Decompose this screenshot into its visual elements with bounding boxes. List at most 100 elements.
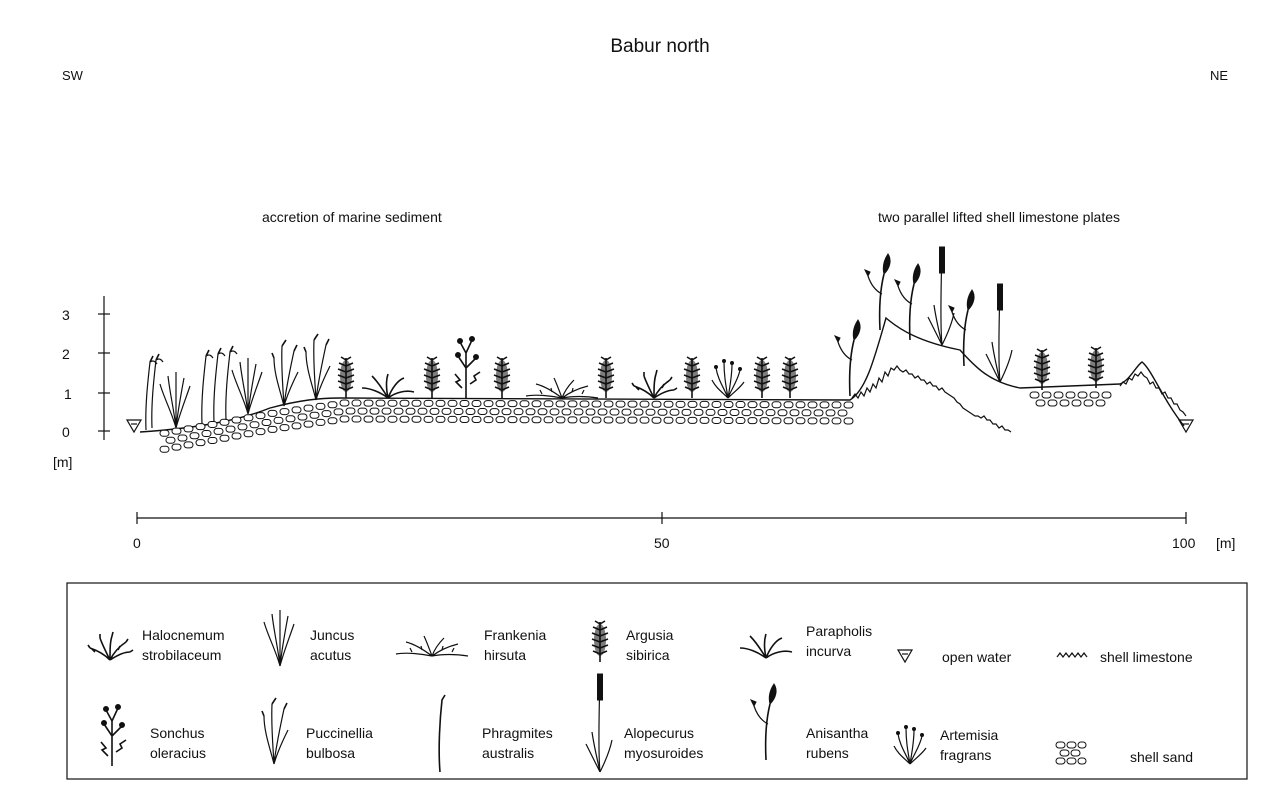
shell-sand-pebble [358, 408, 367, 414]
shell-sand-pebble [1060, 400, 1069, 406]
shell-sand-pebble [772, 402, 781, 408]
shell-sand-pebble [184, 426, 193, 432]
legend-shell-limestone-label: shell limestone [1100, 649, 1193, 665]
phragmites-icon [439, 695, 445, 772]
elevation-tick-1: 1 [64, 386, 72, 402]
shell-sand-pebble [244, 415, 253, 421]
shell-limestone-icon [1057, 653, 1087, 657]
shell-sand-pebble [268, 410, 277, 416]
shell-sand-pebble [304, 405, 313, 411]
shell-sand-pebble [328, 402, 337, 408]
shell-sand-pebble [412, 416, 421, 422]
shell-sand-pebble [1030, 392, 1039, 398]
shell-sand-pebble [520, 401, 529, 407]
shell-sand-pebble [1084, 400, 1093, 406]
shell-sand-pebble [580, 417, 589, 423]
annotation-left: accretion of marine sediment [262, 209, 442, 225]
shell-sand-pebble [556, 417, 565, 423]
shell-sand-pebble [1090, 392, 1099, 398]
shell-sand-pebble [832, 402, 841, 408]
shell-sand-pebble [352, 416, 361, 422]
elevation-tick-2: 2 [62, 346, 70, 362]
shell-sand-pebble [784, 418, 793, 424]
shell-sand-pebble [484, 401, 493, 407]
shell-sand-pebble [382, 408, 391, 414]
anisantha-icon [751, 684, 776, 760]
shell-sand-pebble [1054, 392, 1063, 398]
shell-sand-pebble [790, 410, 799, 416]
shell-sand-pebble [796, 418, 805, 424]
shell-sand-pebble [664, 417, 673, 423]
shell-sand-pebble [292, 423, 301, 429]
shell-sand-pebble [388, 416, 397, 422]
shell-sand-pebble [1036, 400, 1045, 406]
sonchus-icon [101, 705, 126, 767]
shell-sand-pebble [166, 437, 175, 443]
shell-sand-pebble [700, 401, 709, 407]
shell-sand-pebble [364, 400, 373, 406]
direction-right: NE [1210, 68, 1228, 83]
puccinellia-icon [262, 698, 288, 764]
shell-sand-pebble [832, 418, 841, 424]
shell-sand-pebble [496, 417, 505, 423]
shell-sand-pebble [286, 416, 295, 422]
shell-sand-pebble [616, 401, 625, 407]
annotation-right: two parallel lifted shell limestone plat… [878, 209, 1120, 225]
shell-sand-pebble [616, 417, 625, 423]
shell-sand-pebble [196, 440, 205, 446]
shell-sand-pebble [340, 400, 349, 406]
shell-sand-pebble [712, 417, 721, 423]
legend-juncus-label: Juncusacutus [310, 627, 354, 663]
diagram-title: Babur north [610, 36, 709, 57]
shell-sand-pebble [238, 424, 247, 430]
shell-sand-pebble [280, 409, 289, 415]
shell-sand-pebble [292, 407, 301, 413]
shell-sand-pebble [730, 410, 739, 416]
shell-sand-pebble [844, 418, 853, 424]
shell-sand-pebble [568, 417, 577, 423]
shell-sand-pebble [652, 401, 661, 407]
shell-sand-pebble [466, 408, 475, 414]
legend-open-water-label: open water [942, 649, 1012, 665]
shell-sand-pebble [688, 417, 697, 423]
shell-sand-pebble [172, 428, 181, 434]
shell-sand-pebble [796, 402, 805, 408]
shell-sand-pebble [1072, 400, 1081, 406]
shell-sand-pebble [454, 408, 463, 414]
shell-sand-pebble [610, 409, 619, 415]
parapholis-icon [740, 634, 792, 658]
shell-sand-pebble [676, 417, 685, 423]
shell-sand-pebble [592, 401, 601, 407]
legend-anisantha-label: Anisantharubens [806, 725, 868, 761]
shell-sand-icon [1056, 742, 1086, 764]
shell-sand-pebble [460, 416, 469, 422]
shell-sand-pebble [220, 435, 229, 441]
elevation-tick-3: 3 [62, 307, 70, 323]
shell-sand-pebble [160, 446, 169, 452]
shell-sand-pebble [412, 400, 421, 406]
legend-shell-sand-label: shell sand [1130, 749, 1193, 765]
shell-sand-pebble [268, 426, 277, 432]
shell-sand-pebble [574, 409, 583, 415]
shell-sand-pebble [604, 417, 613, 423]
shell-sand-pebble [826, 410, 835, 416]
shell-sand-pebble [580, 401, 589, 407]
legend-parapholis-label: Parapholisincurva [806, 623, 872, 659]
shell-sand-pebble [340, 416, 349, 422]
shell-sand-pebble [256, 429, 265, 435]
shell-sand-pebble [778, 410, 787, 416]
shell-sand-pebble [748, 418, 757, 424]
shell-sand-pebble [520, 417, 529, 423]
shell-sand-pebble [316, 403, 325, 409]
shell-sand-pebble [556, 401, 565, 407]
shell-sand-pebble [376, 416, 385, 422]
shell-sand-pebble [526, 409, 535, 415]
shell-sand-pebble [196, 424, 205, 430]
shell-sand-pebble [304, 421, 313, 427]
shell-sand-pebble [628, 401, 637, 407]
shell-sand-pebble [658, 409, 667, 415]
